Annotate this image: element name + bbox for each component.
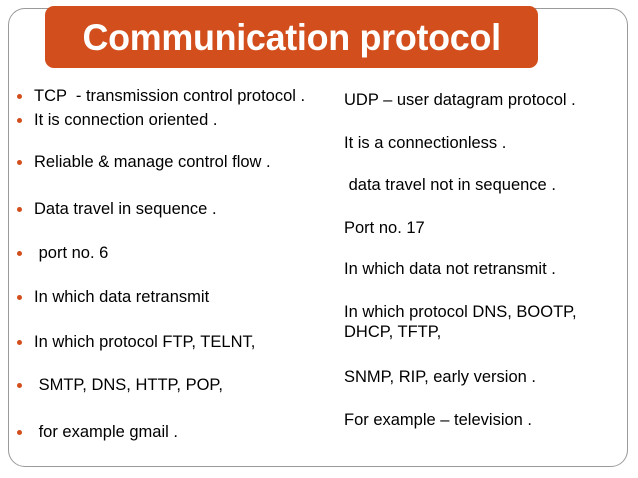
list-item-label: UDP – user datagram protocol . (344, 91, 576, 109)
list-item-label: For example – television . (344, 411, 533, 429)
bullet-list-item: Reliable & manage control flow . (14, 153, 359, 172)
text-list-item: In which data not retransmit . (344, 259, 632, 279)
list-item-label: In which data retransmit (34, 288, 210, 306)
text-list-item: data travel not in sequence . (344, 175, 632, 195)
list-item-label: SMTP, DNS, HTTP, POP, (34, 376, 223, 394)
text-list-item: For example – television . (344, 410, 632, 430)
bullet-dot-icon (17, 430, 22, 435)
list-item-label: Reliable & manage control flow . (34, 153, 271, 171)
bullet-dot-icon (17, 340, 22, 345)
bullet-dot-icon (17, 251, 22, 256)
list-item-label: TCP - transmission control protocol . (34, 87, 306, 105)
text-list-item: SNMP, RIP, early version . (344, 367, 632, 387)
bullet-list-item: It is connection oriented . (14, 111, 359, 130)
list-item-label: data travel not in sequence . (344, 176, 556, 194)
bullet-list-item: In which data retransmit (14, 288, 359, 307)
bullet-list-item: In which protocol FTP, TELNT, (14, 333, 359, 352)
bullet-dot-icon (17, 160, 22, 165)
slide-title-banner: Communication protocol (45, 6, 538, 68)
bullet-dot-icon (17, 94, 22, 99)
bullet-dot-icon (17, 383, 22, 388)
list-item-label: In which protocol FTP, TELNT, (34, 333, 256, 351)
text-list-item: It is a connectionless . (344, 133, 632, 153)
list-item-label: It is a connectionless . (344, 134, 507, 152)
bullet-list-item: for example gmail . (14, 423, 359, 442)
text-list-item: In which protocol DNS, BOOTP, DHCP, TFTP… (344, 302, 632, 342)
bullet-list-item: SMTP, DNS, HTTP, POP, (14, 376, 359, 395)
slide-content: TCP - transmission control protocol . It … (0, 78, 638, 476)
list-item-label: Data travel in sequence . (34, 200, 217, 218)
text-list-item: UDP – user datagram protocol . (344, 90, 632, 110)
list-item-label: port no. 6 (34, 244, 109, 262)
bullet-list-item: Data travel in sequence . (14, 200, 359, 219)
bullet-dot-icon (17, 118, 22, 123)
list-item-label: It is connection oriented . (34, 111, 218, 129)
bullet-list-item: port no. 6 (14, 244, 359, 263)
list-item-label: for example gmail . (34, 423, 178, 441)
bullet-dot-icon (17, 207, 22, 212)
bullet-list-item: TCP - transmission control protocol . (14, 87, 359, 106)
list-item-label: SNMP, RIP, early version . (344, 368, 536, 386)
page-title: Communication protocol (82, 16, 501, 58)
bullet-dot-icon (17, 295, 22, 300)
list-item-label: In which protocol DNS, BOOTP, DHCP, TFTP… (344, 303, 577, 341)
text-list-item: Port no. 17 (344, 218, 632, 238)
list-item-label: In which data not retransmit . (344, 260, 556, 278)
list-item-label: Port no. 17 (344, 219, 425, 237)
